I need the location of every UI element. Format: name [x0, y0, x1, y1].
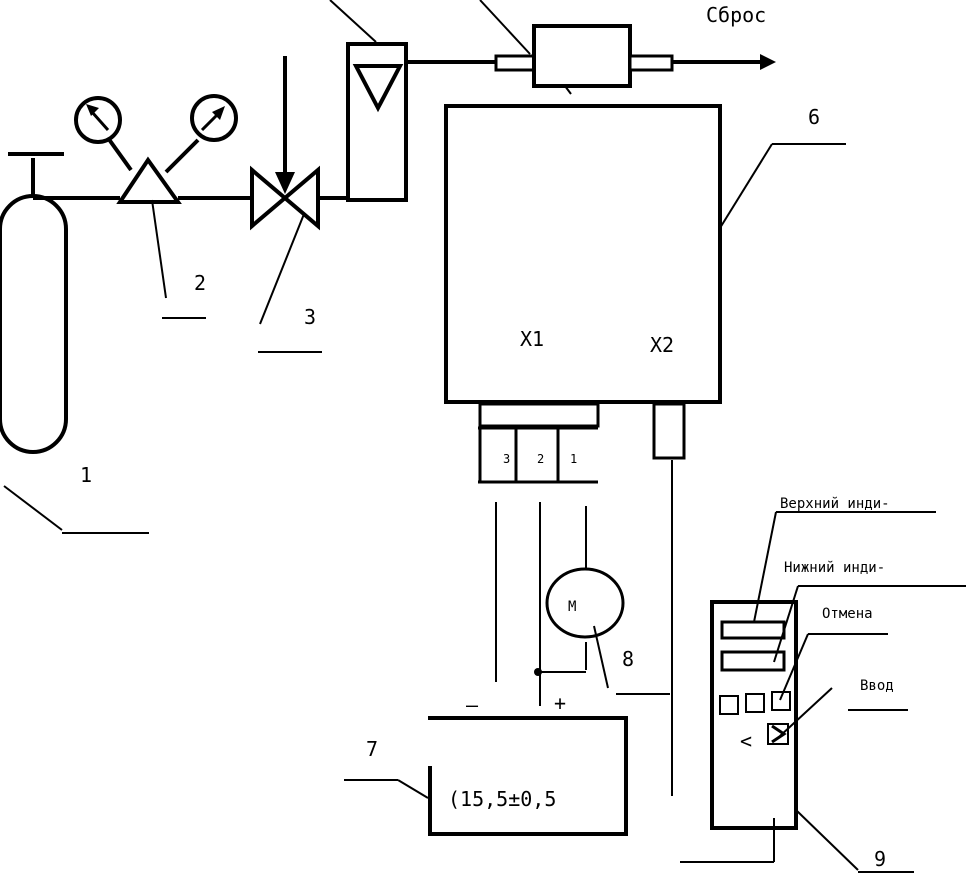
vent-label: Сброс: [706, 3, 766, 27]
minus-terminal: –: [466, 693, 479, 717]
upper-indicator-label: Верхний инди-: [780, 496, 890, 512]
outlet-pipe: [406, 0, 776, 95]
upper-indicator-display: [720, 620, 786, 640]
plus-terminal: +: [554, 691, 566, 715]
label-1: 1: [80, 463, 92, 487]
connector-x2: [652, 402, 686, 796]
connector-x1: [478, 402, 600, 484]
connector-x1-label: Х1: [520, 327, 544, 351]
label-6: 6: [808, 105, 820, 129]
power-supply-voltage: (15,5±0,5: [448, 787, 556, 811]
detector-housing: [444, 104, 722, 404]
pin-3-label: 3: [503, 452, 510, 466]
lower-indicator-display: [720, 650, 786, 672]
rotameter: [329, 0, 408, 202]
wires: [495, 502, 587, 706]
leader-upper-indicator: [753, 511, 936, 623]
control-unit: [710, 600, 798, 830]
leader-line-3: [258, 213, 322, 353]
leader-line-8: [593, 625, 670, 695]
needle-valve: [250, 56, 320, 231]
lower-indicator-label: Нижний инди-: [784, 560, 885, 576]
arrow-keys-label: <: [740, 729, 752, 753]
cancel-key-label: Отмена: [822, 606, 873, 622]
pin-1-label: 1: [570, 452, 577, 466]
label-2: 2: [194, 271, 206, 295]
label-8: 8: [622, 647, 634, 671]
leader-line-6: [719, 143, 846, 229]
leader-line-9: [680, 809, 914, 873]
pin-2-label: 2: [537, 452, 544, 466]
leader-line-7: [344, 779, 429, 799]
leader-line-2: [151, 199, 206, 319]
enter-key-label: Ввод: [860, 678, 894, 694]
connector-x2-label: Х2: [650, 333, 674, 357]
leader-cancel: [779, 633, 888, 701]
leader-lower-indicator: [773, 585, 966, 663]
leader-line-1: [3, 485, 149, 534]
ammeter-label: М: [568, 599, 576, 615]
label-9: 9: [874, 847, 886, 871]
pressure-reducer: [106, 136, 200, 204]
control-keys: [719, 691, 791, 745]
leader-enter: [779, 687, 908, 737]
power-supply: [428, 716, 628, 836]
pressure-gauge-icon: [74, 96, 122, 144]
label-7: 7: [366, 737, 378, 761]
enter-key-icon: [771, 724, 787, 744]
label-3: 3: [304, 305, 316, 329]
pressure-gauge-icon: [190, 94, 238, 142]
ammeter: [545, 567, 625, 639]
